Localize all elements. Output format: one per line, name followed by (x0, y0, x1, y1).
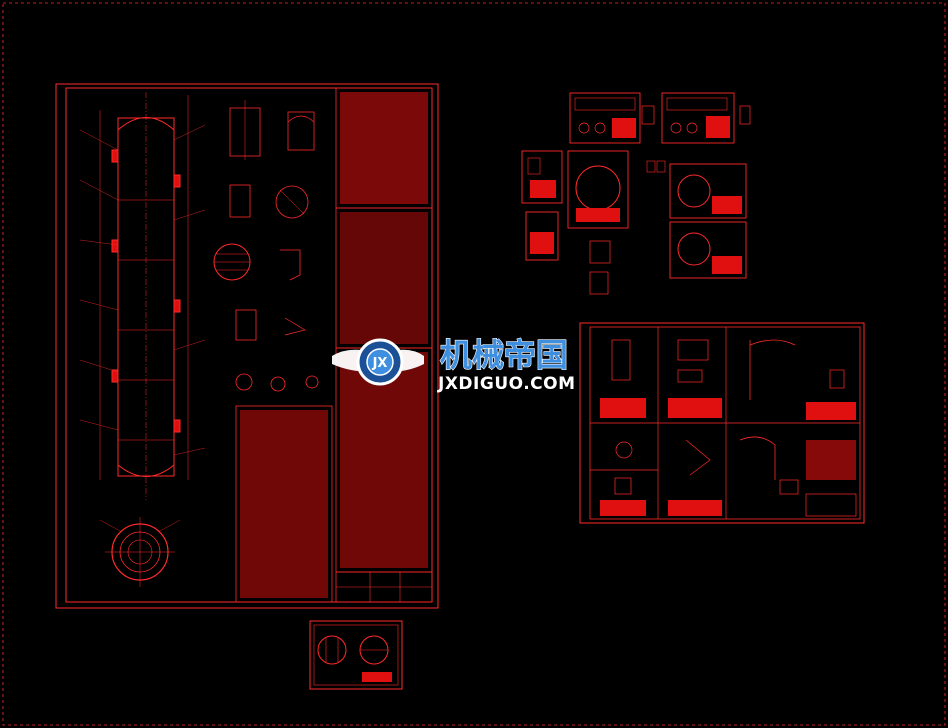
watermark-chinese-text: 机械帝国 (440, 336, 568, 374)
detail-views (213, 100, 319, 392)
main-assembly-sheet (55, 83, 439, 609)
watermark-emblem-text: JX (372, 356, 388, 371)
column-vessel-drawing (79, 92, 206, 500)
bottom-small-sheet (309, 620, 403, 690)
specification-tables (235, 87, 433, 603)
small-parts-sheet-cluster (521, 92, 751, 295)
detail-parts-sheet (579, 322, 865, 524)
sheet-outer-frame (55, 83, 439, 609)
watermark-domain-text: JXDIGUO.COM (437, 374, 576, 394)
column-section-view (99, 517, 181, 587)
watermark-logo: JX 机械帝国 JXDIGUO.COM (332, 335, 576, 394)
